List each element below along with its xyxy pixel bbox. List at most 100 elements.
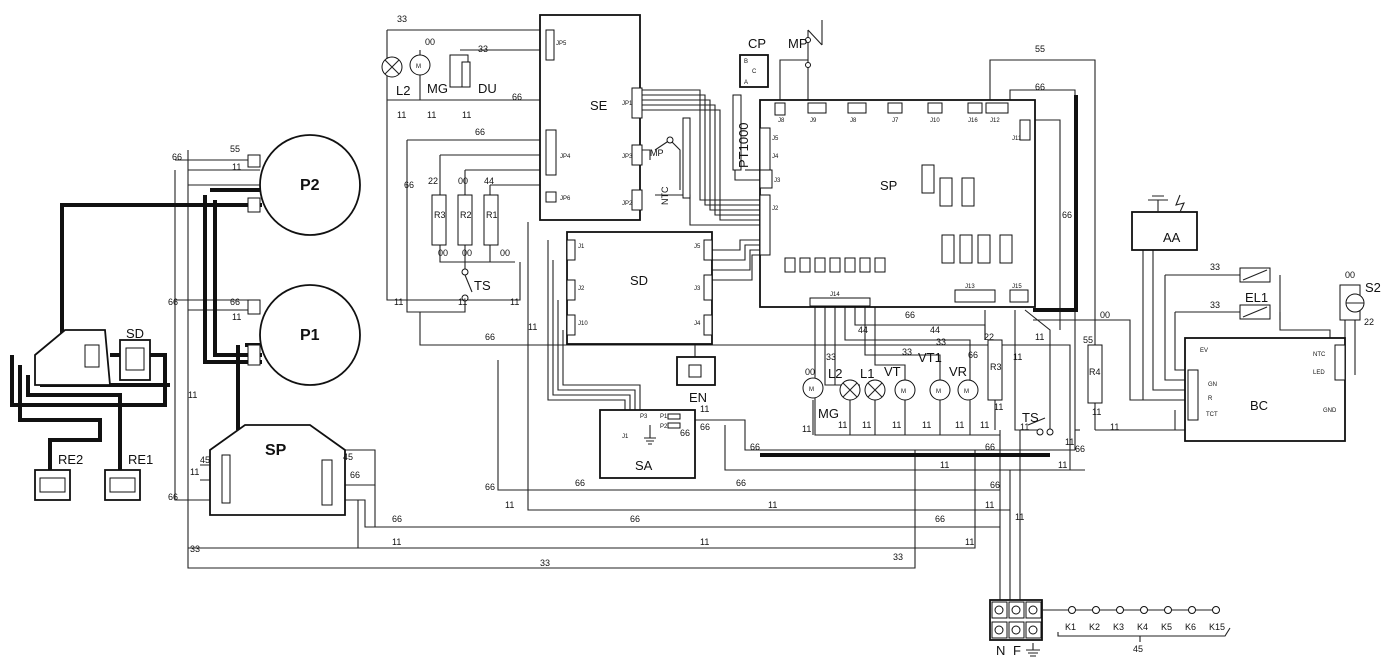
- conn-sa-p3: P3: [640, 414, 648, 420]
- sensor-pt1000: PT1000: [732, 94, 751, 171]
- component-el1: EL1: [1239, 267, 1271, 320]
- conn-bc-r: R: [1208, 396, 1213, 402]
- wire-code-48: 11: [940, 460, 949, 470]
- switch-mp-top: MP: [788, 20, 823, 68]
- wire-code-42: 11: [768, 500, 777, 510]
- label-f: F: [1013, 643, 1021, 658]
- conn-j7: J7: [892, 118, 899, 124]
- component-aa: AA: [1131, 194, 1198, 251]
- wire-code-21: 55: [230, 144, 240, 154]
- component-cp: CP B C A: [739, 36, 769, 88]
- label-ts-left: TS: [474, 278, 491, 293]
- wire-code-57: 66: [1035, 82, 1045, 92]
- wire-code-37: 11: [965, 537, 974, 547]
- label-vr: VR: [949, 364, 967, 379]
- board-sp-left: SP: [209, 424, 346, 516]
- k-terminal-k1: [1068, 606, 1076, 614]
- wire-code-20: 66: [172, 152, 182, 162]
- wire-code-27: 11: [190, 467, 199, 477]
- label-l1: L1: [860, 366, 874, 381]
- wire-code-24: 66: [230, 297, 240, 307]
- conn-sa-p2: P2: [660, 424, 668, 430]
- k-label-k1: K1: [1065, 622, 1076, 632]
- wire-code-9: 22: [428, 176, 438, 186]
- label-n: N: [996, 643, 1005, 658]
- wire-code-34: 33: [893, 552, 903, 562]
- svg-text:M: M: [809, 387, 814, 393]
- resistor-r4: R4: [1087, 344, 1103, 404]
- wire-code-5: 11: [427, 110, 436, 120]
- label-aa: AA: [1163, 230, 1181, 245]
- wire-code-74: 66: [968, 350, 978, 360]
- conn-j12: J12: [990, 118, 1000, 124]
- wire-code-47: 66: [990, 480, 1000, 490]
- wire-code-85: 11: [980, 420, 989, 430]
- component-du: DU: [449, 54, 497, 96]
- svg-text:M: M: [936, 389, 941, 395]
- wire-code-88: 66: [700, 422, 710, 432]
- wire-code-70: 22: [1364, 317, 1374, 327]
- label-sa: SA: [635, 458, 653, 473]
- conn-bc-gnd: GND: [1323, 408, 1337, 414]
- lamp-l1: L1: [860, 366, 886, 401]
- label-p1: P1: [300, 327, 320, 344]
- wire-code-0: 33: [397, 14, 407, 24]
- conn-j3: J3: [774, 178, 781, 184]
- wire-code-36: 11: [700, 537, 709, 547]
- label-vt: VT: [884, 364, 901, 379]
- conn-jp2: JP2: [622, 201, 633, 207]
- wire-code-12: 00: [438, 248, 448, 258]
- conn-j2: J2: [772, 206, 779, 212]
- lamp-l2-top: L2: [381, 56, 410, 98]
- wire-code-31: 66: [350, 470, 360, 480]
- wire-code-4: 11: [397, 110, 406, 120]
- wire-code-75: 66: [905, 310, 915, 320]
- conn-cp-c: C: [752, 69, 757, 75]
- wire-code-32: 33: [190, 544, 200, 554]
- conn-j16: J16: [968, 118, 978, 124]
- conn-j8b: J8: [850, 118, 857, 124]
- wire-code-30: 45: [343, 452, 353, 462]
- wire-code-18: 66: [485, 332, 495, 342]
- label-s2: S2: [1365, 280, 1381, 295]
- wire-code-53: 66: [1075, 444, 1085, 454]
- label-pt1000: PT1000: [736, 122, 751, 168]
- wire-code-46: 66: [736, 478, 746, 488]
- k-terminal-k2: [1092, 606, 1100, 614]
- switch-ts-right: TS: [1022, 410, 1054, 436]
- label-el1: EL1: [1245, 290, 1268, 305]
- wire-code-11: 44: [484, 176, 494, 186]
- wire-code-51: 66: [985, 442, 995, 452]
- wire-code-83: 11: [922, 420, 931, 430]
- label-r3-right: R3: [990, 362, 1002, 372]
- label-du: DU: [478, 81, 497, 96]
- wire-code-19: 11: [528, 322, 537, 332]
- label-r2: R2: [460, 210, 472, 220]
- label-r3: R3: [434, 210, 446, 220]
- wire-code-44: 66: [485, 482, 495, 492]
- wire-code-16: 11: [458, 297, 467, 307]
- board-sp-main: SP J8 J9 J8 J7 J10 J16 J12 J11 J5 J4 J3 …: [759, 99, 1036, 308]
- conn-jp5: JP5: [556, 41, 567, 47]
- module-sd-left: SD: [34, 326, 151, 386]
- label-cp: CP: [748, 36, 766, 51]
- wire-code-14: 00: [500, 248, 510, 258]
- label-l2-top: L2: [396, 83, 410, 98]
- svg-text:M: M: [901, 389, 906, 395]
- conn-sa-p1: P1: [660, 414, 668, 420]
- k-label-k5: K5: [1161, 622, 1172, 632]
- conn-jp6: JP6: [560, 196, 571, 202]
- label-sd-board: SD: [630, 273, 648, 288]
- label-re2: RE2: [58, 452, 83, 467]
- k-label-k4: K4: [1137, 622, 1148, 632]
- wire-code-73: 33: [936, 337, 946, 347]
- wire-code-43: 11: [985, 500, 994, 510]
- label-sp-left: SP: [265, 442, 287, 459]
- relay-re2: RE2: [34, 452, 83, 501]
- label-r1: R1: [486, 210, 498, 220]
- wire-code-58: 66: [1062, 210, 1072, 220]
- conn-j8a: J8: [778, 118, 785, 124]
- k-terminal-k4: [1140, 606, 1148, 614]
- conn-sd-j10: J10: [578, 321, 588, 327]
